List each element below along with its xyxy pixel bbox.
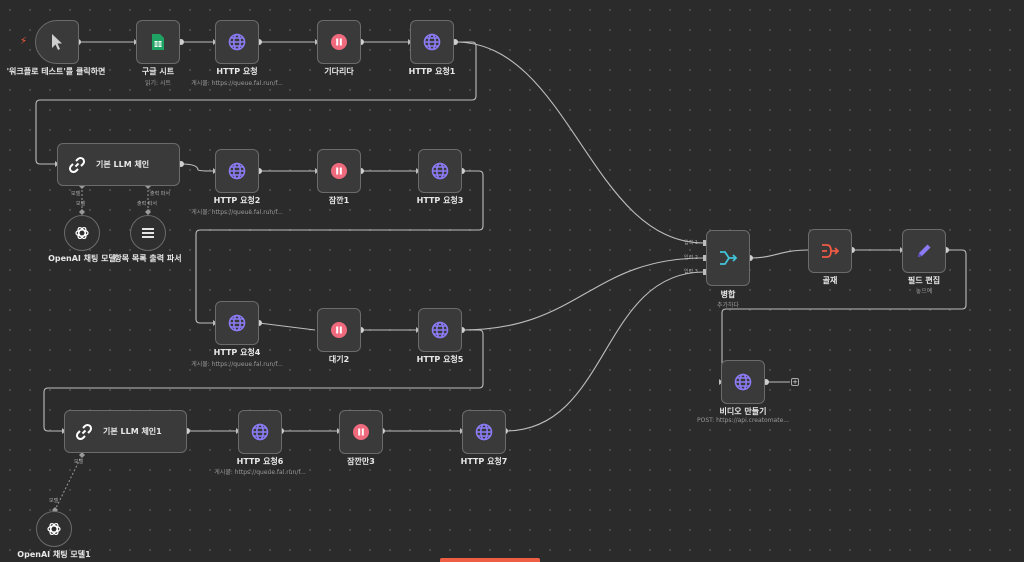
node-title: HTTP 요청4 (213, 348, 261, 357)
port-label-model: 모델 (49, 498, 59, 504)
connection (180, 163, 214, 172)
node-wait[interactable] (339, 410, 383, 454)
port-label-model: 모델 (76, 201, 86, 207)
node-title: 잠깐만3 (347, 457, 375, 466)
globe-icon (431, 162, 449, 180)
cursor-icon (49, 33, 65, 51)
node-subtitle: POST: https://api.creatomate... (697, 417, 789, 424)
globe-icon (423, 33, 441, 51)
aggregate-icon (821, 243, 839, 259)
port-label-parser: 출력 파서 (137, 201, 157, 207)
node-openai-chat-model[interactable] (36, 511, 72, 547)
connection (258, 322, 316, 331)
trigger-bolt-icon: ⚡ (20, 36, 28, 47)
node-http-request[interactable] (215, 149, 259, 193)
node-title: 구글 시트 (141, 67, 175, 76)
openai-icon (74, 225, 90, 241)
node-wait[interactable] (317, 149, 361, 193)
node-subtitle: 게시물: https://queue.fal.run/f... (191, 209, 283, 216)
node-title: 필드 편집 (907, 276, 941, 285)
pause-icon (330, 321, 348, 339)
node-title: HTTP 요청7 (460, 457, 508, 466)
globe-icon (228, 314, 246, 332)
globe-icon (228, 33, 246, 51)
node-wait[interactable] (317, 20, 361, 64)
node-http-request[interactable] (418, 149, 462, 193)
globe-icon (251, 423, 269, 441)
node-subtitle: 놓으에 (915, 288, 933, 295)
node-llm-chain[interactable]: 기본 LLM 체인1 (64, 410, 187, 453)
globe-icon (228, 162, 246, 180)
node-title: 기다리다 (324, 67, 354, 76)
node-openai-chat-model[interactable] (64, 215, 100, 251)
port-label-model: 모델 (71, 191, 81, 197)
node-http-request[interactable] (418, 308, 462, 352)
node-title: HTTP 요청2 (213, 196, 261, 205)
merge-input-label: 입력 2 (684, 255, 698, 261)
node-title: OpenAI 채팅 모델 (48, 254, 116, 263)
merge-input-label: 입력 3 (684, 269, 698, 275)
node-title: OpenAI 채팅 모델1 (17, 550, 91, 559)
node-title: 대기2 (328, 355, 350, 364)
pause-icon (330, 162, 348, 180)
node-edit-fields[interactable] (902, 229, 946, 273)
arrowheads (55, 39, 904, 434)
node-google-sheets[interactable] (136, 20, 180, 64)
pause-icon (330, 33, 348, 51)
node-subtitle: 게시물: https://queue.fal.run/f... (191, 80, 283, 87)
connection (749, 249, 809, 259)
node-title: '워크플로 테스트'를 클릭하면 (6, 67, 106, 76)
globe-icon (431, 321, 449, 339)
chain-link-icon (68, 156, 86, 174)
chain-link-icon (75, 423, 93, 441)
node-http-request[interactable] (238, 410, 282, 454)
node-llm-chain[interactable]: 기본 LLM 체인 (57, 143, 180, 186)
execute-workflow-button[interactable] (440, 558, 540, 562)
node-subtitle: 게시물: https://queue.fal.run/f... (214, 469, 306, 476)
pencil-icon (915, 242, 933, 260)
node-subtitle: 게시물: https://queue.fal.run/f... (191, 361, 283, 368)
node-http-request[interactable] (410, 20, 454, 64)
merge-icon (718, 248, 738, 268)
node-title: 기본 LLM 체인 (96, 160, 150, 169)
node-title: HTTP 요청5 (416, 355, 464, 364)
list-icon (141, 227, 155, 239)
node-merge[interactable] (706, 230, 750, 286)
node-http-request[interactable] (721, 360, 765, 404)
node-title: 병합 (720, 290, 736, 299)
node-subtitle: 추가하다 (716, 302, 740, 309)
node-title: 잠깐1 (328, 196, 350, 205)
node-title: HTTP 요청6 (236, 457, 284, 466)
node-http-request[interactable] (215, 301, 259, 345)
merge-input-label: 입력 1 (684, 240, 698, 246)
node-wait[interactable] (317, 308, 361, 352)
node-title: HTTP 요청3 (416, 196, 464, 205)
node-aggregate[interactable] (808, 229, 852, 273)
node-http-request[interactable] (462, 410, 506, 454)
node-title: 골재 (822, 276, 838, 285)
port-label-parser: 출력 파서 (150, 191, 170, 197)
pause-icon (352, 423, 370, 441)
port-label-model: 모델 (74, 459, 84, 465)
add-node-button[interactable]: + (791, 378, 799, 386)
google-sheets-icon (151, 33, 165, 51)
node-manual-trigger[interactable] (35, 20, 79, 64)
openai-icon (46, 521, 62, 537)
globe-icon (475, 423, 493, 441)
node-title: 비디오 만들기 (719, 407, 767, 416)
node-subtitle: 읽기: 시트 (144, 80, 171, 87)
globe-icon (734, 373, 752, 391)
node-title: HTTP 요청 (216, 67, 258, 76)
node-title: 항목 목록 출력 파서 (114, 254, 182, 263)
node-title: 기본 LLM 체인1 (103, 427, 162, 436)
node-http-request[interactable] (215, 20, 259, 64)
node-title: HTTP 요청1 (408, 67, 456, 76)
node-item-list-parser[interactable] (130, 215, 166, 251)
